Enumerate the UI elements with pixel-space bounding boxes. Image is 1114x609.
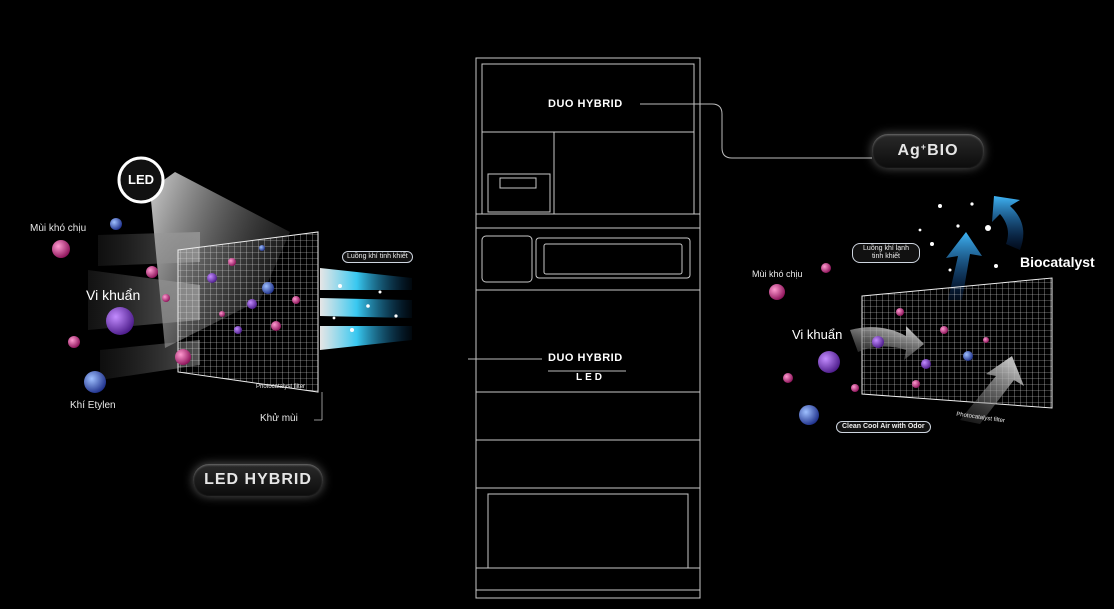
biocatalyst-label: Biocatalyst	[1020, 254, 1095, 270]
led-hybrid-title: LED HYBRID	[193, 464, 323, 496]
ag-bio-sup: +	[920, 142, 928, 152]
clean-cool-air-tag: Clean Cool Air with Odor	[836, 421, 931, 433]
left-odor-label: Mùi khó chịu	[30, 223, 87, 234]
duo-hybrid-top-label: DUO HYBRID	[548, 98, 623, 110]
duo-hybrid-mid-label: DUO HYBRID	[548, 352, 623, 364]
callout-line-top	[640, 103, 872, 159]
left-photocatalyst-label: Photocatalyst filter	[256, 384, 306, 390]
right-cold-airflow-tag: Luồng khí lạnh tinh khiết	[852, 243, 920, 263]
fridge-outline	[475, 57, 701, 599]
ag-bio-rest: BIO	[927, 142, 959, 159]
right-bacteria-label: Vi khuẩn	[792, 327, 843, 342]
left-deodorize-label: Khử mùi	[260, 413, 298, 424]
left-pure-airflow-tag: Luồng khí tinh khiết	[342, 251, 413, 263]
left-ethylene-label: Khí Etylen	[70, 400, 116, 411]
ag-bio-title: Ag+ BIO	[872, 134, 984, 168]
left-bacteria-label: Vi khuẩn	[86, 287, 141, 303]
led-sub-label: LED	[576, 372, 605, 383]
ag-bio-main: Ag	[897, 142, 921, 159]
right-odor-label: Mùi khó chịu	[752, 269, 803, 279]
led-badge: LED	[128, 172, 154, 187]
